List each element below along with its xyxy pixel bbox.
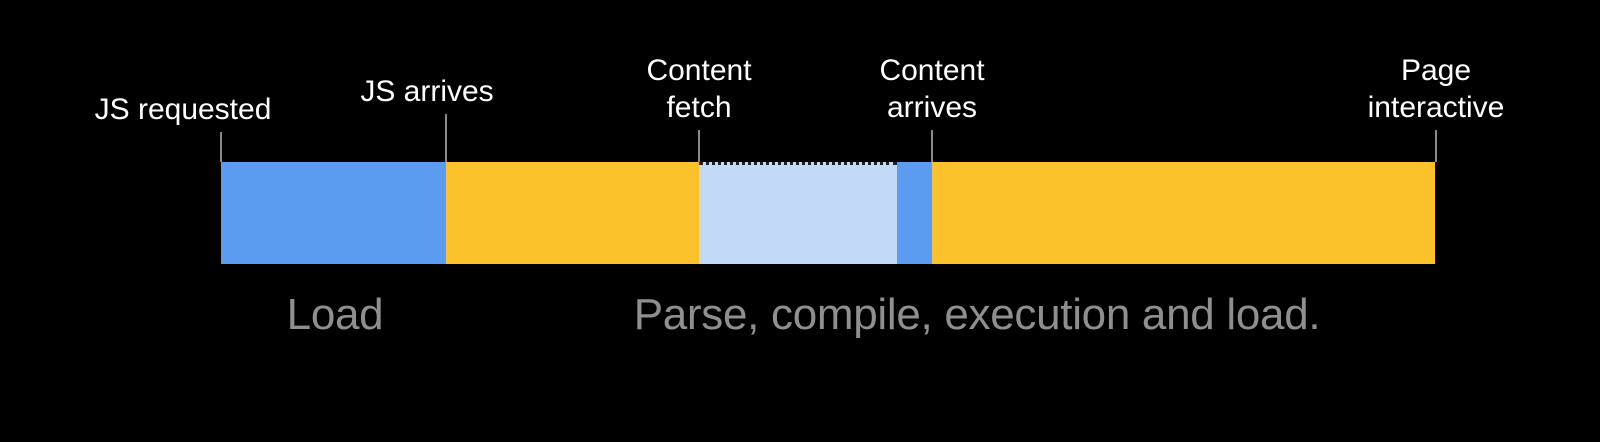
page-interactive-label-line: Page: [1400, 54, 1472, 87]
js-arrives-tick: JS arrives: [360, 75, 494, 162]
content-arrives-label-line: arrives: [886, 91, 978, 124]
js-requested-label: JS requested: [95, 91, 272, 128]
content-arrives-label: Content arrives: [879, 52, 984, 126]
page-interactive-label: Page interactive: [1368, 52, 1505, 126]
segment-load: [221, 162, 446, 264]
caption-load: Load: [286, 290, 384, 339]
js-arrives-label: JS arrives: [360, 73, 493, 110]
page-interactive-tick: Page interactive: [1368, 54, 1504, 162]
timeline-bar: [221, 162, 1435, 264]
segment-content-fetch: [699, 162, 897, 264]
segment-parse-compile-2: [932, 162, 1435, 264]
js-arrives-label-line: JS arrives: [360, 75, 494, 108]
js-requested-tick: JS requested: [95, 93, 271, 162]
content-arrives-label-line: Content: [879, 54, 985, 87]
content-fetch-label-line: Content: [646, 54, 752, 87]
caption-parse-compile: Parse, compile, execution and load.: [633, 290, 1321, 339]
segment-content-arrives: [897, 162, 932, 264]
js-requested-label-line: JS requested: [94, 93, 272, 126]
content-fetch-label: Content fetch: [646, 52, 751, 126]
content-fetch-label-line: fetch: [666, 91, 732, 124]
content-arrives-tick: Content arrives: [879, 54, 985, 162]
content-fetch-tick: Content fetch: [646, 54, 752, 162]
segment-parse-compile-1: [446, 162, 699, 264]
page-interactive-label-line: interactive: [1367, 91, 1505, 124]
